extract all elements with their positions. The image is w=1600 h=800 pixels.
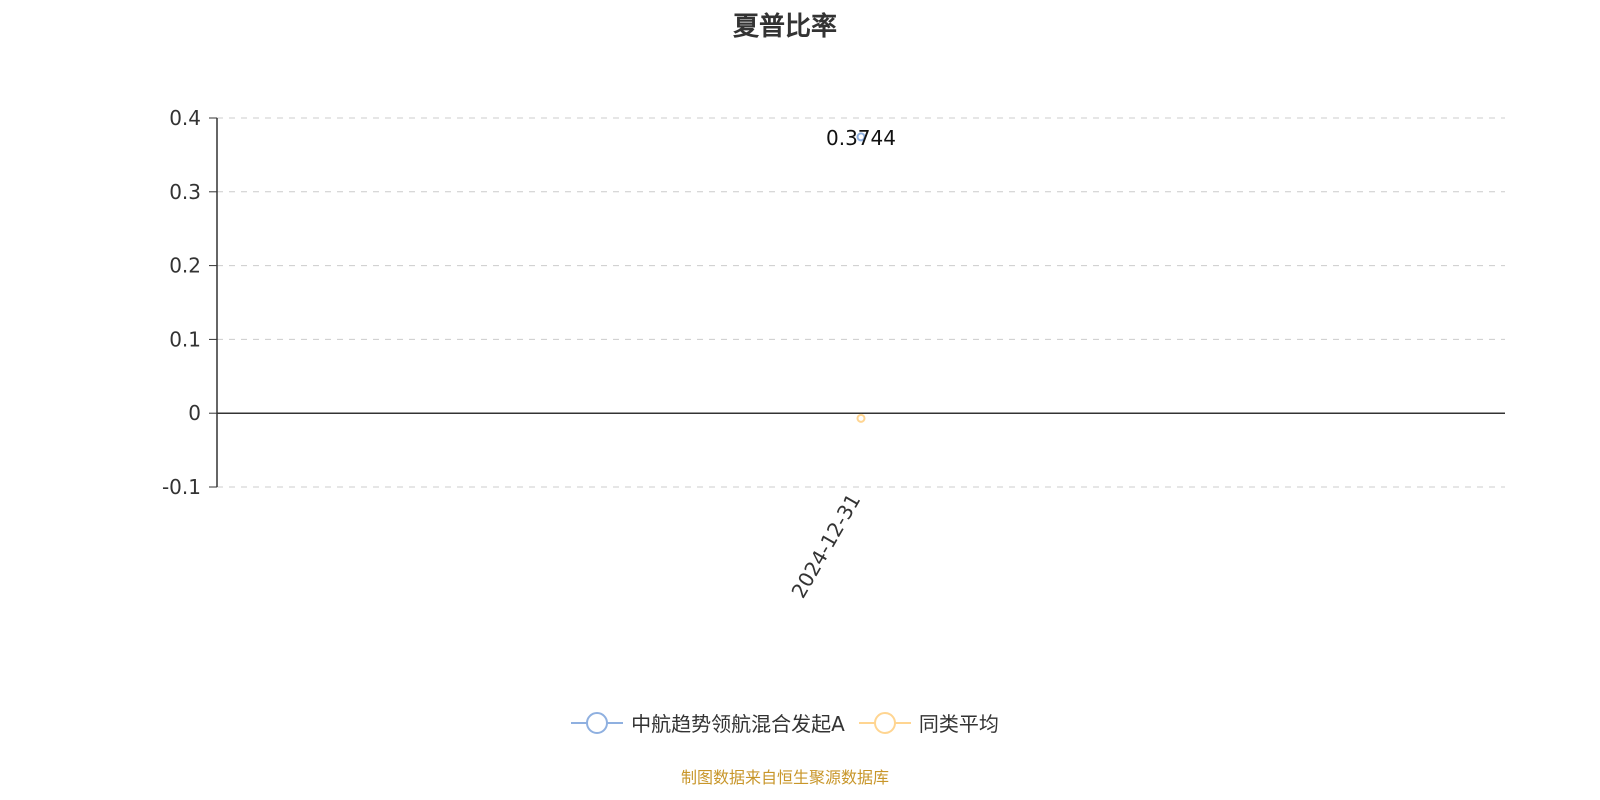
- y-tick-label: 0.2: [169, 254, 201, 278]
- data-label: 0.3744: [826, 126, 896, 150]
- legend-label: 中航趋势领航混合发起A: [631, 712, 845, 736]
- legend-item-fund[interactable]: 中航趋势领航混合发起A: [571, 708, 845, 737]
- legend-line-circle-icon: [571, 711, 624, 734]
- legend-line-circle-icon: [858, 711, 911, 734]
- data-point-fund: [856, 132, 866, 142]
- legend-item-peer-average[interactable]: 同类平均: [858, 708, 999, 737]
- source-note: 制图数据来自恒生聚源数据库: [680, 768, 889, 787]
- y-tick-label: 0.4: [169, 106, 201, 130]
- x-tick-label: 2024-12-31: [786, 490, 865, 603]
- chart-title: 夏普比率: [732, 12, 837, 42]
- data-point-peer-average: [856, 413, 866, 423]
- y-tick-label: 0.3: [169, 180, 201, 204]
- legend-label: 同类平均: [918, 712, 999, 736]
- y-tick-label: -0.1: [162, 475, 201, 499]
- y-tick-label: 0: [188, 401, 201, 425]
- y-tick-label: 0.1: [169, 327, 201, 351]
- legend: 中航趋势领航混合发起A 同类平均: [0, 708, 1570, 737]
